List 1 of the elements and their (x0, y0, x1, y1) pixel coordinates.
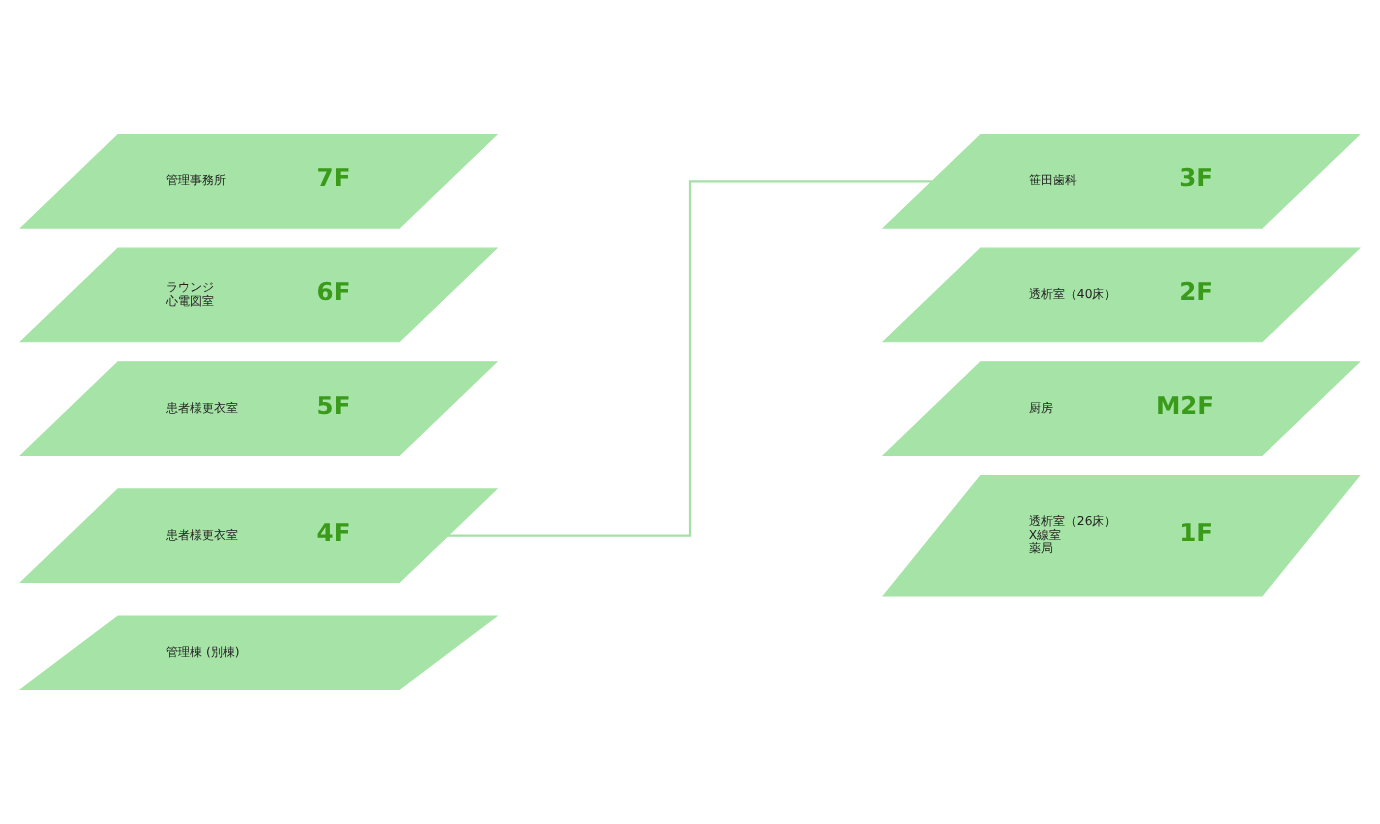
connector (448, 180, 932, 537)
